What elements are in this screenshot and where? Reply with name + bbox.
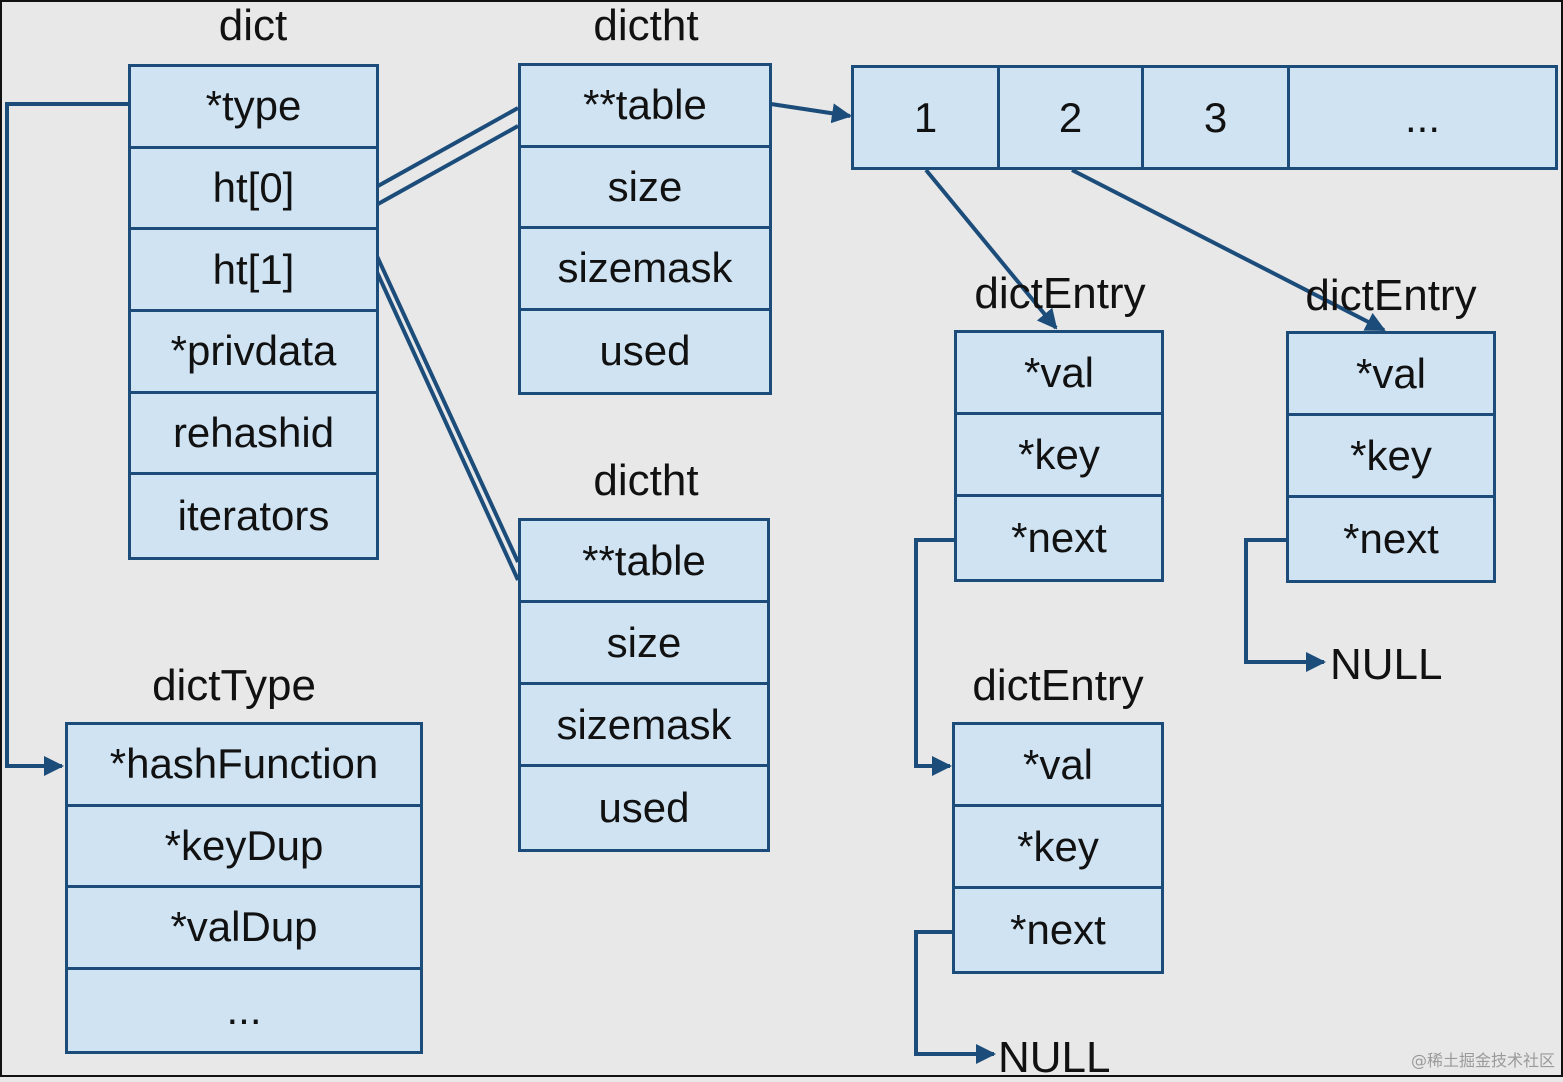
dictentry-b-struct: *val*key *next [1286, 331, 1496, 583]
watermark: @稀土掘金技术社区 [1410, 1051, 1555, 1070]
entry-next-to-null-arrow-bottom [914, 930, 996, 1064]
null-label-bottom: NULL [998, 1033, 1111, 1082]
dictentry-b-title: dictEntry [1305, 271, 1477, 320]
struct-field: used [599, 327, 691, 375]
struct-field: *next [1343, 515, 1439, 562]
dicttype-struct: *hashFunction*keyDup*valDup... [65, 722, 423, 1054]
dictentry-c-struct: *val*key *next [952, 722, 1164, 974]
struct-field: *val [955, 725, 1161, 807]
struct-field: size [521, 603, 767, 685]
table-bucket: 3 [1144, 68, 1290, 167]
table-bucket: 1 [854, 68, 1000, 167]
ht0-to-dictht-line-a [377, 106, 519, 188]
type-to-dicttype-arrow [5, 102, 128, 776]
dict-title: dict [218, 1, 288, 50]
dicttype-title: dictType [152, 661, 316, 710]
table-bucket: 2 [1000, 68, 1144, 167]
bucket2-to-entry-arrow [1071, 168, 1386, 332]
ht1-to-dictht-line-b [374, 269, 520, 581]
struct-field: **table [521, 521, 767, 603]
struct-field: *key [955, 807, 1161, 889]
struct-field: iterators [177, 492, 330, 540]
struct-field: *privdata [131, 312, 376, 394]
table-bucket: ... [1404, 93, 1440, 141]
struct-field: size [521, 148, 769, 229]
struct-field: *valDup [68, 888, 420, 970]
dictht-top-title: dictht [593, 1, 699, 50]
struct-field: *type [131, 67, 376, 149]
struct-field: *key [957, 415, 1161, 497]
ht1-to-dictht-line-a [374, 253, 520, 563]
struct-field: *next [1010, 906, 1106, 953]
struct-field: *val [1289, 334, 1493, 416]
dictht-bottom-title: dictht [593, 456, 699, 505]
entry-next-to-entry-arrow [914, 538, 954, 776]
dictentry-c-title: dictEntry [972, 661, 1144, 710]
struct-field: ht[0] [131, 149, 376, 231]
struct-field: ... [226, 986, 262, 1034]
table-to-array-arrow [770, 102, 852, 124]
null-label-right: NULL [1330, 640, 1443, 689]
struct-field: used [598, 784, 690, 831]
struct-field: rehashid [131, 394, 376, 476]
dictentry-a-struct: *val*key *next [954, 330, 1164, 582]
struct-field: *key [1289, 416, 1493, 498]
struct-field: **table [521, 66, 769, 148]
struct-field: sizemask [521, 229, 769, 311]
struct-field: *val [957, 333, 1161, 415]
dictentry-a-title: dictEntry [974, 269, 1146, 318]
entry-next-to-null-arrow-right [1244, 538, 1326, 672]
struct-field: *next [1011, 514, 1107, 561]
struct-field: sizemask [521, 685, 767, 767]
bucket1-to-entry-arrow [924, 168, 1058, 330]
struct-field: *keyDup [68, 807, 420, 888]
struct-field: ht[1] [131, 230, 376, 312]
ht0-to-dictht-line-b [377, 124, 519, 206]
struct-field: *hashFunction [68, 725, 420, 807]
